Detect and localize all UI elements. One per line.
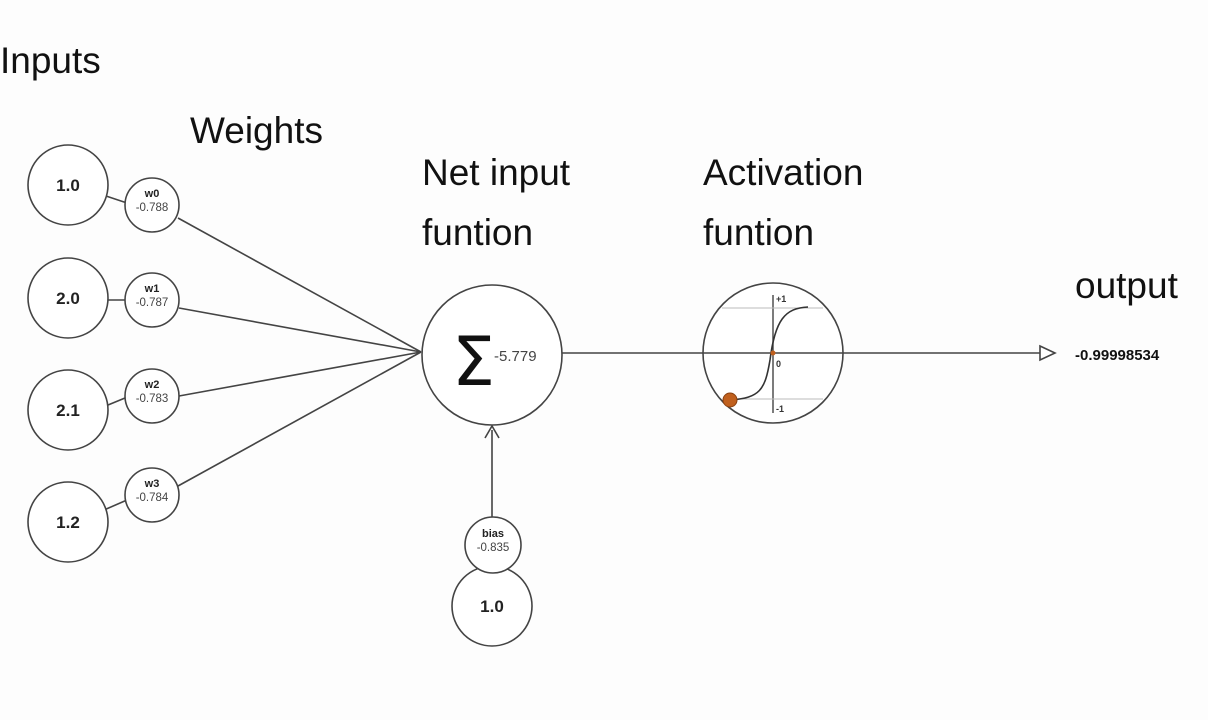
net-input-value: -5.779 bbox=[494, 348, 537, 365]
input-node: 1.2 bbox=[27, 481, 109, 563]
input-value: 2.0 bbox=[56, 289, 80, 308]
weights-heading: Weights bbox=[190, 110, 323, 151]
weight-node: w3 -0.784 bbox=[124, 467, 180, 523]
activation-node: +1 0 -1 bbox=[702, 282, 844, 424]
bias-input-node: 1.0 bbox=[451, 565, 533, 647]
net-input-heading-line2: funtion bbox=[422, 212, 533, 253]
bias-value: -0.835 bbox=[477, 542, 510, 554]
sigmoid-curve bbox=[729, 306, 809, 401]
net-input-node: Σ -5.779 bbox=[421, 284, 563, 426]
activation-heading-line1: Activation bbox=[703, 152, 863, 193]
weight-value: -0.783 bbox=[136, 393, 169, 405]
weight-node: w2 -0.783 bbox=[124, 368, 180, 424]
input-node: 2.1 bbox=[27, 369, 109, 451]
activation-heading-line2: funtion bbox=[703, 212, 814, 253]
sigma-icon: Σ bbox=[452, 323, 495, 402]
bias-input-value: 1.0 bbox=[480, 597, 504, 616]
weight-name: w2 bbox=[144, 379, 160, 391]
connection-line bbox=[105, 195, 128, 204]
connection-line bbox=[177, 217, 422, 353]
weight-value: -0.787 bbox=[136, 297, 169, 309]
weight-value: -0.784 bbox=[136, 492, 169, 504]
input-node: 2.0 bbox=[27, 257, 109, 339]
output-heading: output bbox=[1075, 265, 1179, 306]
arrow-head-icon bbox=[484, 424, 500, 439]
connection-line bbox=[107, 397, 126, 406]
weight-name: w3 bbox=[144, 478, 160, 490]
weight-value: -0.788 bbox=[136, 202, 169, 214]
input-value: 1.0 bbox=[56, 176, 80, 195]
inputs-heading: Inputs bbox=[0, 40, 101, 81]
weight-node: w1 -0.787 bbox=[124, 272, 180, 328]
connection-line bbox=[103, 499, 128, 511]
plot-zero-label: 0 bbox=[776, 359, 781, 369]
connection-line bbox=[178, 351, 422, 397]
bias-node: bias -0.835 bbox=[464, 516, 522, 574]
connection-line bbox=[178, 307, 422, 353]
plot-bottom-label: -1 bbox=[776, 404, 784, 414]
activation-point-marker bbox=[722, 392, 738, 408]
weight-name: w1 bbox=[144, 283, 160, 295]
input-node: 1.0 bbox=[27, 144, 109, 226]
bias-name: bias bbox=[482, 528, 504, 540]
output-value: -0.99998534 bbox=[1075, 347, 1160, 364]
plot-top-label: +1 bbox=[776, 294, 786, 304]
weight-name: w0 bbox=[144, 188, 160, 200]
input-value: 1.2 bbox=[56, 513, 80, 532]
output-arrow-icon bbox=[1039, 344, 1057, 362]
connection-line bbox=[177, 351, 422, 487]
input-value: 2.1 bbox=[56, 401, 80, 420]
net-input-heading-line1: Net input bbox=[422, 152, 571, 193]
weight-node: w0 -0.788 bbox=[124, 177, 180, 233]
